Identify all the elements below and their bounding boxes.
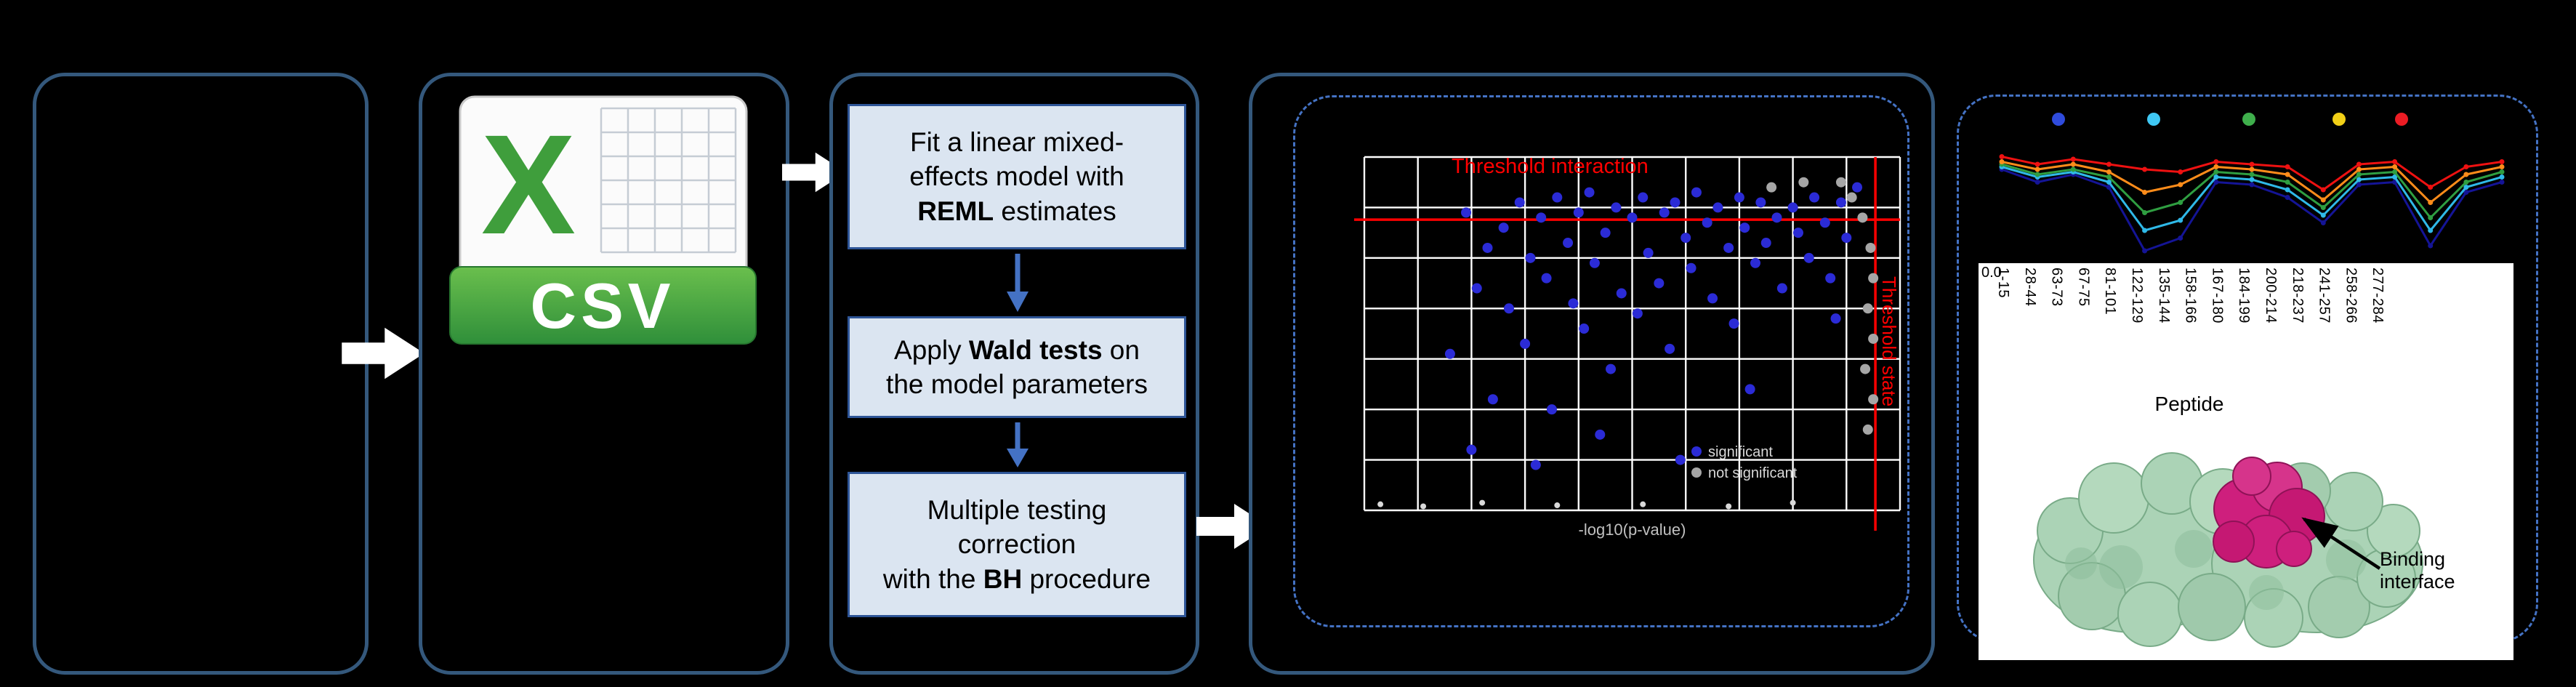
peptide-tick-label: 241-257 — [2316, 268, 2333, 324]
peptide-tick-label: 218-237 — [2289, 268, 2306, 324]
svg-text:Threshold state: Threshold state — [1878, 276, 1900, 406]
panel-workflow: Fit a linear mixed- effects model with R… — [829, 73, 1199, 675]
peptide-tick-label: 184-199 — [2236, 268, 2253, 324]
peptide-axis-labels: 1-15 28-44 63-73 67-75 81-101 122-129 135-144 1… — [1979, 266, 2513, 391]
protein-structure — [2033, 452, 2423, 648]
workflow-step-bh: Multiple testing correction with the BH … — [848, 472, 1186, 617]
uptake-y-tick: 0.0 — [1981, 265, 2002, 281]
svg-text:significant: significant — [1708, 444, 1773, 460]
csv-banner-label: CSV — [531, 270, 675, 342]
uptake-line-chart — [1999, 113, 2505, 254]
workflow-step-reml: Fit a linear mixed- effects model with R… — [848, 104, 1186, 249]
spreadsheet-grid — [600, 107, 737, 254]
peptide-tick-label: 28-44 — [2021, 268, 2038, 307]
binding-interface-label: Binding interface — [2380, 548, 2455, 593]
workflow-step-reml-text: Fit a linear mixed- effects model with R… — [909, 125, 1124, 228]
peptide-tick-label: 277-284 — [2370, 268, 2386, 324]
peptide-tick-label: 200-214 — [2263, 268, 2279, 324]
peptide-tick-label: 81-101 — [2102, 268, 2119, 316]
peptide-detail-area: 0.0 1-15 28-44 63-73 67-75 81-101 122-129 135-… — [1979, 263, 2513, 660]
step-text-bold: Wald tests — [968, 334, 1103, 365]
peptide-axis-title: Peptide — [2154, 393, 2224, 415]
peptide-tick-label: 135-144 — [2155, 268, 2172, 324]
flow-arrow-1 — [342, 327, 424, 379]
step-text-post: estimates — [994, 196, 1116, 226]
excel-x-letter: X — [481, 105, 576, 264]
step-text-post: on the model parameters — [886, 334, 1148, 399]
panel-input — [33, 73, 369, 675]
workflow-step-wald-text: Apply Wald tests on the model parameters — [886, 333, 1148, 402]
step-text-bold: BH — [983, 563, 1023, 594]
step-text-pre: Apply — [894, 334, 969, 365]
svg-text:not significant: not significant — [1708, 465, 1798, 481]
peptide-tick-label: 258-266 — [2343, 268, 2359, 324]
step-text-pre: Fit a linear mixed- effects model with — [909, 126, 1124, 192]
svg-text:Threshold interaction: Threshold interaction — [1452, 155, 1649, 178]
csv-file-icon: X CSV — [449, 95, 757, 345]
panel-csv: X CSV — [419, 73, 789, 675]
down-arrow-2 — [1007, 422, 1029, 467]
peptide-tick-label: 63-73 — [2048, 268, 2065, 307]
step-text-post: procedure — [1022, 563, 1151, 594]
peptide-tick-label: 1-15 — [1995, 268, 2011, 299]
peptide-tick-label: 67-75 — [2075, 268, 2092, 307]
peptide-tick-label: 167-180 — [2209, 268, 2226, 324]
peptide-tick-label: 158-166 — [2182, 268, 2199, 324]
workflow-step-wald: Apply Wald tests on the model parameters — [848, 316, 1186, 418]
step-text-pre: Multiple testing correction with the — [882, 494, 1107, 594]
step-text-bold: REML — [917, 196, 994, 226]
peptide-tick-label: 122-129 — [2129, 268, 2145, 324]
down-arrow-1 — [1007, 254, 1029, 312]
workflow-step-bh-text: Multiple testing correction with the BH … — [883, 493, 1151, 596]
svg-text:-log10(p-value): -log10(p-value) — [1579, 521, 1686, 539]
csv-banner — [449, 266, 757, 345]
